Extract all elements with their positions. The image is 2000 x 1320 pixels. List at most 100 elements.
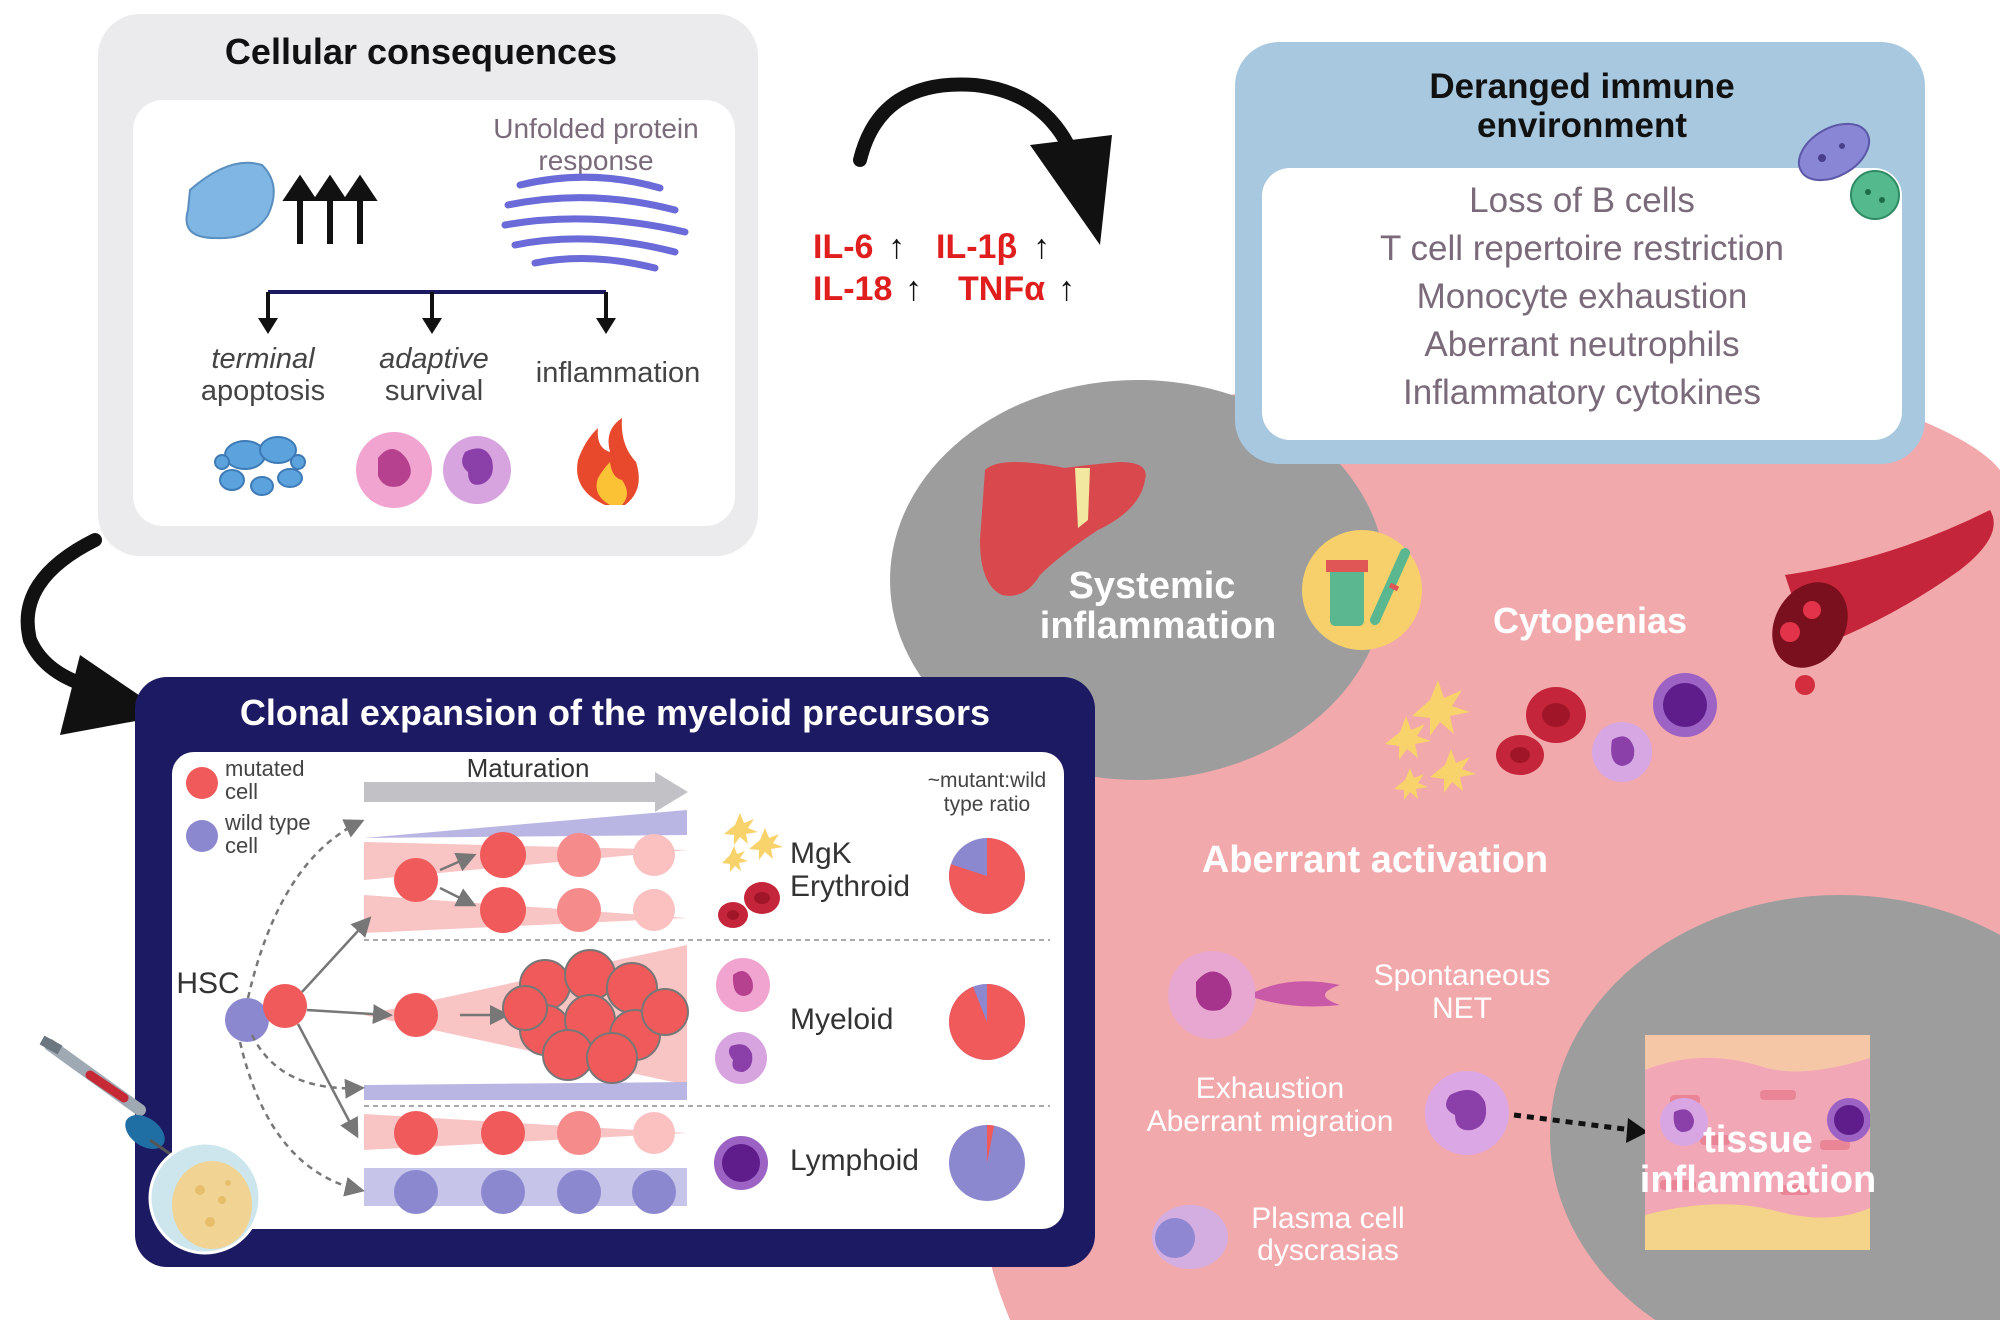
hsc-label: HSC (176, 967, 239, 1000)
inflammation-label: inflammation (536, 357, 700, 389)
wt-wedge-myeloid (364, 1082, 687, 1100)
tissue-section (1645, 1035, 1870, 1250)
blue-cell-icon (185, 161, 275, 240)
mut-cell (480, 832, 526, 878)
exhaustion-label-1: Exhaustion (1196, 1072, 1344, 1105)
ratio-label-2: type ratio (944, 793, 1030, 816)
pie-mutant-slice (949, 984, 1026, 1060)
pie-mgk-erythroid (949, 838, 1026, 914)
wt-cell (481, 1170, 525, 1214)
wt-cell (394, 1170, 438, 1214)
wt-cell (557, 1170, 601, 1214)
plasma-cell-icon (1152, 1205, 1228, 1269)
clonal-title: Clonal expansion of the myeloid precurso… (240, 692, 990, 733)
immune-item-1: T cell repertoire restriction (1380, 229, 1784, 268)
clonal-expansion-panel: Clonal expansion of the myeloid precurso… (39, 677, 1095, 1267)
wt-wedge-top (364, 810, 687, 838)
cytokine-tnfa: TNFα (958, 270, 1045, 308)
legend-wildtype-2: cell (225, 833, 258, 858)
mut-cell (633, 1112, 675, 1154)
ratio-label-1: ~mutant:wild (928, 769, 1046, 792)
tissue-label-2: inflammation (1640, 1159, 1876, 1201)
bacteria-icon (1797, 122, 1900, 220)
pie-mutant-slice (949, 838, 1026, 914)
exhaustion-label-2: Aberrant migration (1147, 1105, 1394, 1138)
mut-cell (557, 888, 601, 932)
legend-mutated-1: mutated (225, 756, 305, 781)
solid-lineage-arrows (296, 852, 510, 1139)
wt-cell (632, 1170, 676, 1214)
cytokine-il6: IL-6 (813, 228, 873, 266)
migrating-monocyte-icon (1425, 1071, 1509, 1155)
cytokine-il18: IL-18 (813, 270, 892, 308)
immune-item-0: Loss of B cells (1469, 181, 1695, 220)
immune-item-2: Monocyte exhaustion (1417, 277, 1748, 316)
red-blood-cells-icon (1496, 687, 1586, 775)
net-neutrophil-icon (1168, 951, 1340, 1039)
adaptive-label: adaptive (379, 343, 489, 375)
cytokine-il1b: IL-1β (936, 228, 1017, 266)
mut-wedge-lymphoid (364, 1114, 687, 1150)
mut-cell (480, 887, 526, 933)
net-label-1: Spontaneous (1374, 959, 1551, 992)
triple-up-arrows-icon (282, 174, 378, 244)
cytokine-tnfa-arrow: ↑ (1058, 270, 1075, 308)
row-label-myeloid: Myeloid (790, 1003, 893, 1036)
survival-label: survival (385, 375, 483, 407)
row-label-mgk: MgK (790, 837, 852, 870)
mut-cell (394, 1111, 438, 1155)
megakaryocyte-platelets-icon (722, 813, 783, 872)
apoptotic-fragments-icon (214, 436, 306, 496)
mut-cell (394, 993, 438, 1037)
upr-label-2: response (538, 145, 653, 176)
migration-arrow-head (1626, 1118, 1648, 1143)
liver-icon (980, 461, 1146, 596)
immune-environment-panel: Deranged immune environment Loss of B ce… (1235, 42, 1925, 464)
net-label-2: NET (1432, 992, 1492, 1025)
tissue-label-1: tissue (1703, 1119, 1813, 1161)
immune-title-2: environment (1477, 106, 1687, 145)
monocyte-icon (443, 436, 511, 504)
migration-dotted-arrow (1513, 1112, 1633, 1133)
row-label-erythroid: Erythroid (790, 870, 910, 903)
maturation-label: Maturation (467, 753, 590, 783)
myeloid-monocyte-icon (715, 1032, 767, 1084)
hsc-wildtype-cell (225, 998, 269, 1042)
immune-item-3: Aberrant neutrophils (1424, 325, 1739, 364)
plasma-label-1: Plasma cell (1251, 1202, 1404, 1235)
cytopenias-label: Cytopenias (1493, 600, 1687, 641)
mut-cell (557, 1111, 601, 1155)
erythrocytes-icon (718, 882, 780, 928)
blood-lymphocyte-icon (1653, 673, 1717, 737)
plasma-label-2: dyscrasias (1257, 1234, 1399, 1267)
row-label-lymphoid: Lymphoid (790, 1144, 919, 1177)
curved-arrow-top-head (1030, 135, 1112, 245)
pie-lymphoid (949, 1125, 1025, 1201)
systemic-label-2: inflammation (1040, 605, 1276, 647)
mut-cell (633, 889, 675, 931)
myeloid-neutrophil-icon (716, 958, 770, 1012)
mut-cell (557, 833, 601, 877)
legend-mutated-dot (186, 767, 218, 799)
curved-arrow-top (853, 77, 1075, 167)
legend-wildtype-1: wild type (224, 810, 311, 835)
legend-wildtype-dot (186, 820, 218, 852)
cellular-consequences-panel: Cellular consequences Unfolded protein r… (98, 14, 758, 556)
lymphocyte-icon (714, 1136, 768, 1190)
cellular-title: Cellular consequences (225, 31, 617, 72)
maturation-arrow (364, 772, 688, 812)
aberrant-activation-label: Aberrant activation (1202, 839, 1548, 881)
apoptosis-label: apoptosis (201, 375, 325, 407)
blood-neutrophil-icon (1592, 722, 1652, 782)
hsc-mutated-cell (263, 984, 307, 1028)
systemic-label-1: Systemic (1069, 565, 1236, 607)
expanded-mutant-cluster (502, 949, 689, 1084)
upr-label-1: Unfolded protein (493, 113, 698, 144)
legend-mutated-2: cell (225, 779, 258, 804)
blood-vessel-icon (1772, 510, 1994, 695)
bone-marrow-biopsy-icon (39, 1035, 262, 1255)
cytokine-il18-arrow: ↑ (905, 270, 922, 308)
mut-cell (394, 858, 438, 902)
